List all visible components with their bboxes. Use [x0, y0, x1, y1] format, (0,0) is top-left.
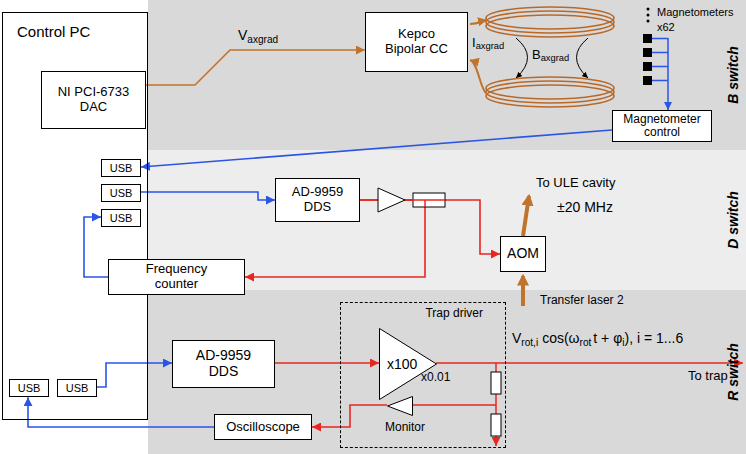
label-text: Magnetometers	[657, 6, 733, 18]
signal-formula: Vrot,i cos(ωrott + φi), i = 1...6	[512, 331, 683, 346]
node-label: Frequency counter	[139, 262, 214, 291]
scope-box: Oscilloscope	[214, 414, 312, 440]
usb-port: USB	[57, 379, 97, 397]
node-label: USB	[110, 162, 133, 174]
triangle-shape	[380, 329, 437, 400]
node-label: USB	[110, 187, 133, 199]
count-note: x62	[657, 21, 675, 33]
subscript: axgrad	[476, 41, 505, 51]
switch-band: R switchAD-9959 DDSTrap driverx100x0.01M…	[148, 290, 746, 454]
node-label: Magnetometer control	[617, 113, 707, 140]
amplifier-triangle: x100	[379, 328, 437, 400]
coil-current-wire	[470, 20, 487, 24]
trap-output-line	[436, 362, 743, 364]
node-label: AOM	[507, 246, 539, 262]
label-text: To ULE cavity	[536, 175, 615, 190]
beam-label: To ULE cavity	[536, 176, 615, 190]
node-label: x0.01	[421, 370, 450, 384]
field-lines	[516, 38, 588, 78]
node-label: Kepco Bipolar CC	[380, 27, 453, 56]
usb-port: USB	[9, 379, 49, 397]
driver-group: Trap driverx100x0.01Monitor	[340, 302, 506, 448]
label-text: cos(ω	[542, 330, 579, 346]
node-label: USB	[110, 212, 133, 224]
signal-name: Iaxgrad	[472, 36, 504, 50]
resistor-symbol	[491, 414, 501, 436]
node-label: D switch	[725, 191, 741, 249]
edge-label: V	[238, 27, 247, 43]
signal-name: Baxgrad	[532, 48, 569, 62]
subscript: rot	[580, 337, 592, 348]
part-name: Magnetometers	[657, 6, 733, 18]
subscript: rot,i	[521, 337, 538, 348]
signal-connector	[146, 50, 365, 85]
controller-box: Magnetometer control	[612, 110, 712, 143]
usb-port: USB	[101, 159, 141, 177]
node-label: B switch	[725, 46, 741, 104]
label-text: V	[512, 330, 521, 346]
node-label: Oscilloscope	[226, 420, 300, 435]
dds-box: AD-9959 DDS	[172, 340, 275, 388]
label-text: I	[472, 35, 476, 50]
coupler-tap	[424, 200, 426, 207]
label-text: x62	[657, 21, 675, 33]
beam-label: Transfer laser 2	[540, 294, 624, 307]
node-label: Control PC	[17, 23, 90, 40]
node-label: AD-9959 DDS	[286, 185, 349, 214]
b-band-fill	[148, 0, 746, 150]
node-label: Trap driver	[425, 306, 483, 320]
node-label: USB	[66, 382, 89, 394]
coil-return-wire	[470, 60, 487, 94]
usb-port: USB	[101, 209, 141, 227]
label-text: t + φ	[593, 330, 622, 346]
computer-box: Control PC NI PCI-6733 DAC USB USB USB USB USB	[2, 12, 148, 420]
label-text: To trap	[688, 368, 728, 383]
signal-connector	[97, 363, 172, 387]
node-label: Monitor	[385, 420, 425, 434]
node-label: AD-9959 DDS	[185, 348, 262, 379]
label-text: ±20 MHz	[557, 199, 613, 215]
node-label: USB	[18, 382, 41, 394]
dds-box: AD-9959 DDS	[275, 178, 360, 222]
subscript: i	[622, 337, 624, 348]
label-text: Transfer laser 2	[540, 293, 624, 307]
current-source-box: Kepco Bipolar CC	[365, 12, 468, 72]
usb-port: USB	[101, 184, 141, 202]
signal-connector	[141, 130, 612, 167]
label-text: ), i = 1...6	[625, 330, 684, 346]
gradient-coils	[486, 7, 614, 107]
counter-box: Frequency counter	[108, 259, 245, 294]
switch-band: B switch Kepco Bipolar CC Magnetometer con…	[148, 0, 746, 150]
dac-box: NI PCI-6733 DAC	[41, 71, 146, 129]
output-label: To trap	[688, 369, 728, 383]
signal-connector	[312, 405, 387, 427]
triangle-shape	[388, 397, 413, 416]
signal-connector	[275, 362, 379, 364]
laser-beam-in	[521, 276, 525, 306]
monitor-triangle: x0.01Monitor	[387, 396, 413, 416]
frequency-range: ±20 MHz	[557, 200, 613, 215]
rf-amplifier	[378, 188, 405, 212]
aom-box: AOM	[500, 236, 546, 272]
subscript: axgrad	[541, 53, 570, 63]
triangle-outline	[387, 396, 413, 416]
laser-beam-out	[523, 196, 529, 236]
signal-connector	[141, 192, 275, 200]
resistor-symbol	[491, 372, 501, 394]
node-label: x100	[387, 356, 417, 372]
signal-connector	[28, 397, 214, 427]
signal-name: Vaxgrad	[238, 28, 278, 43]
monitor-input	[412, 404, 496, 406]
node-label: NI PCI-6733 DAC	[54, 85, 133, 114]
label-text: B	[532, 47, 541, 62]
subscript: axgrad	[247, 34, 278, 45]
r-band-fill	[148, 290, 746, 454]
